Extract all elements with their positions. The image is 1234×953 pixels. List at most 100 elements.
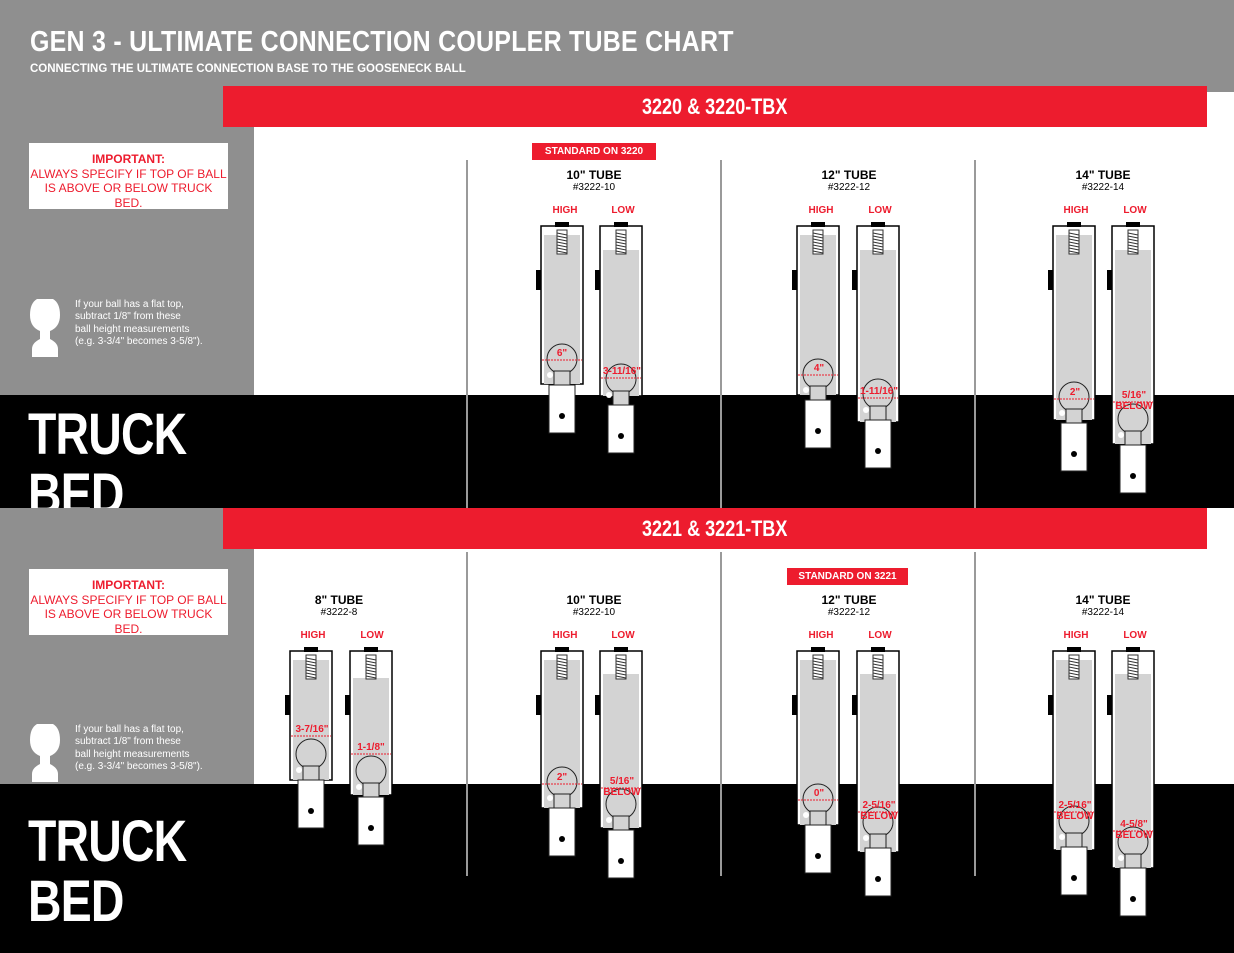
ball-height-value: 1-11/16" [860,386,898,397]
latch-pin [296,767,302,773]
thread-line [872,250,884,254]
standard-tag-3220: STANDARD ON 3220 [532,143,656,160]
thread-line [872,232,884,236]
ball-height-below: BELOW [603,787,641,798]
tube-part-number: #3222-10 [572,607,616,618]
ball-post [864,847,892,897]
thread-line [615,675,627,679]
low-label: LOW [868,205,892,216]
flat-top-note-2: If your ball has a flat top, subtract 1/… [75,724,245,773]
low-label: LOW [611,630,635,641]
tube-cap [1067,647,1081,652]
ball-height-value: 4" [814,363,825,374]
thread-line [305,660,317,664]
side-pin [1107,695,1112,715]
gooseneck-ball [295,738,327,770]
side-pin [1107,270,1112,290]
thread-line [1068,663,1080,667]
column-divider [974,552,976,876]
latch-pin [1059,410,1065,416]
post-hole [875,448,881,454]
thread-line [872,238,884,242]
latch-pin [356,784,362,790]
latch-pin [1059,834,1065,840]
thread-line [615,666,627,670]
flat-top-note-1: If your ball has a flat top, subtract 1/… [75,299,245,348]
ball-height-value: 3-11/16" [603,366,641,377]
thread-line [1068,660,1080,664]
ball-neck [612,815,630,831]
ball-post [1060,422,1088,472]
thread-line [556,238,568,242]
tube-diagram-low: 1-11/16" [852,222,900,469]
ball-neck [809,385,827,401]
thread-line [812,663,824,667]
column-divider [466,552,468,876]
thread-line [1127,666,1139,670]
side-pin [595,695,600,715]
thread-line [556,675,568,679]
high-label: HIGH [1063,205,1089,216]
ball-height-value: 2-5/16" [1058,800,1091,811]
model-banner-3220-text: 3220 & 3220-TBX [642,94,788,119]
thread-line [1068,244,1080,248]
tube-title: 14" TUBE [1075,593,1131,607]
side-pin [536,270,541,290]
latch-pin [1118,432,1124,438]
thread-line [1127,250,1139,254]
thread-line [615,244,627,248]
tube-title: 10" TUBE [566,168,622,182]
tube-diagram-low: 3-11/16" [595,222,643,454]
thread-line [365,675,377,679]
side-pin [792,270,797,290]
thread-line [556,241,568,245]
ball-neck [553,793,571,809]
ball-post [864,419,892,469]
tube-cap [304,647,318,652]
tube-diagram-low: 4-5/8"BELOW [1107,647,1155,917]
model-banner-3221-text: 3221 & 3221-TBX [642,516,788,541]
thread-line [872,244,884,248]
post-hole [618,858,624,864]
important-title-1: IMPORTANT: [91,152,166,166]
thread-line [872,660,884,664]
tube-diagram-low: 1-1/8" [345,647,393,846]
flat-note-line: If your ball has a flat top, [75,724,184,735]
low-label: LOW [868,630,892,641]
thread-line [1127,238,1139,242]
ball-height-value: 1-1/8" [357,742,385,753]
thread-line [812,675,824,679]
thread-line [556,657,568,661]
thread-line [1127,235,1139,239]
thread-line [1127,247,1139,251]
thread-line [1127,675,1139,679]
thread-line [556,672,568,676]
thread-line [1068,235,1080,239]
thread-line [872,666,884,670]
post-hole [368,825,374,831]
ball-neck [1124,853,1142,869]
side-pin [792,695,797,715]
thread-line [1068,669,1080,673]
ball-height-value: 5/16" [610,776,634,787]
thread-line [615,669,627,673]
ball-neck [553,370,571,386]
ball-neck [869,833,887,849]
tube-diagram-high: 0" [792,647,840,874]
ball-height-value: 4-5/8" [1120,819,1148,830]
flat-note-line: subtract 1/8" from these [75,311,181,323]
important-title-2: IMPORTANT: [91,578,166,592]
tube-part-number: #3222-14 [1081,607,1125,618]
thread-line [305,675,317,679]
flat-note-line: (e.g. 3-3/4" becomes 3-5/8"). [75,760,203,772]
flat-top-ball-icon [30,724,60,782]
post-hole [1071,451,1077,457]
tube-diagram-high: 2" [536,647,584,857]
thread-line [1127,669,1139,673]
latch-pin [606,392,612,398]
tube-cap [1126,647,1140,652]
ball-height-value: 0" [814,788,825,799]
page-title: GEN 3 - ULTIMATE CONNECTION COUPLER TUBE… [30,26,734,58]
tube-diagram-low: 5/16"BELOW [595,647,643,879]
thread-line [1127,660,1139,664]
